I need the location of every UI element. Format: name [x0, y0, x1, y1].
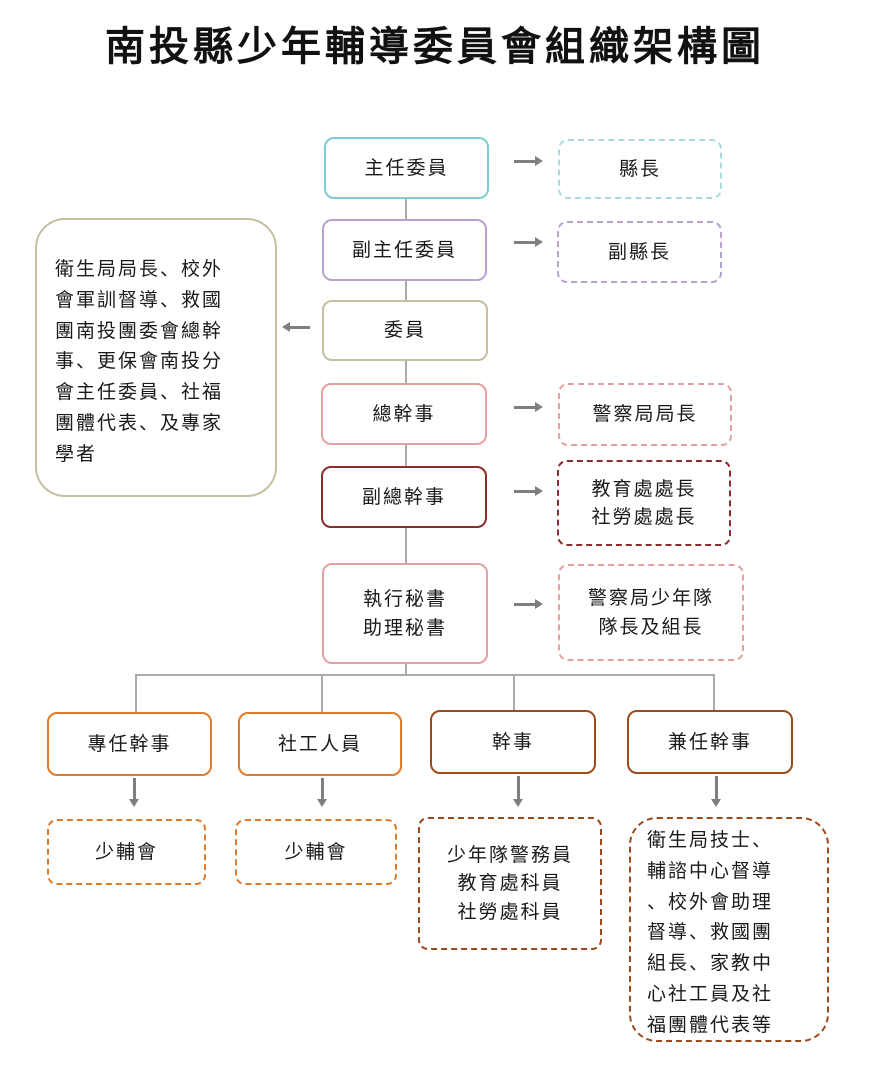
arrow-right-1 — [514, 156, 543, 166]
staff-drop-4 — [713, 674, 715, 710]
staff-drop-2 — [321, 674, 323, 712]
note-education-social-heads: 教育處處長 社勞處處長 — [557, 460, 731, 546]
arrow-down-4 — [711, 776, 721, 807]
note-police-chief: 警察局局長 — [558, 383, 732, 446]
arrow-left-members — [282, 322, 310, 332]
chain-box-members: 委員 — [322, 300, 488, 361]
arrow-right-3 — [514, 402, 543, 412]
members-note: 衛生局局長、校外 會軍訓督導、救國 團南投團委會總幹 事、更保會南投分 會主任委… — [35, 218, 277, 497]
chain-box-deputy-secretary-general: 副總幹事 — [321, 466, 487, 528]
chain-box-secretary-general: 總幹事 — [321, 383, 487, 445]
staff-note-4: 衛生局技士、 輔諮中心督導 、校外會助理 督導、救國團 組長、家教中 心社工員及… — [629, 817, 829, 1042]
arrow-right-2 — [514, 237, 543, 247]
note-county-magistrate: 縣長 — [558, 139, 722, 199]
arrow-down-1 — [129, 778, 139, 807]
chain-box-executive-secretary: 執行秘書 助理秘書 — [322, 563, 488, 664]
staff-box-full-time-officer: 專任幹事 — [47, 712, 212, 776]
staff-drop-1 — [135, 674, 137, 712]
note-deputy-magistrate: 副縣長 — [557, 221, 722, 283]
chain-box-director: 主任委員 — [324, 137, 489, 199]
arrow-right-5 — [514, 599, 543, 609]
page-title: 南投縣少年輔導委員會組織架構圖 — [105, 23, 765, 70]
staff-box-part-time-officer: 兼任幹事 — [627, 710, 793, 774]
arrow-down-2 — [317, 778, 327, 807]
staff-box-social-worker: 社工人員 — [238, 712, 402, 776]
arrow-right-4 — [514, 486, 543, 496]
staff-box-officer: 幹事 — [430, 710, 596, 774]
note-juvenile-police: 警察局少年隊 隊長及組長 — [558, 564, 744, 661]
staff-note-1: 少輔會 — [47, 819, 206, 885]
staff-bus — [135, 674, 715, 676]
arrow-down-3 — [513, 776, 523, 807]
staff-drop-3 — [513, 674, 515, 710]
staff-note-2: 少輔會 — [235, 819, 397, 885]
staff-note-3: 少年隊警務員 教育處科員 社勞處科員 — [418, 817, 602, 950]
chain-box-deputy-director: 副主任委員 — [322, 219, 487, 281]
